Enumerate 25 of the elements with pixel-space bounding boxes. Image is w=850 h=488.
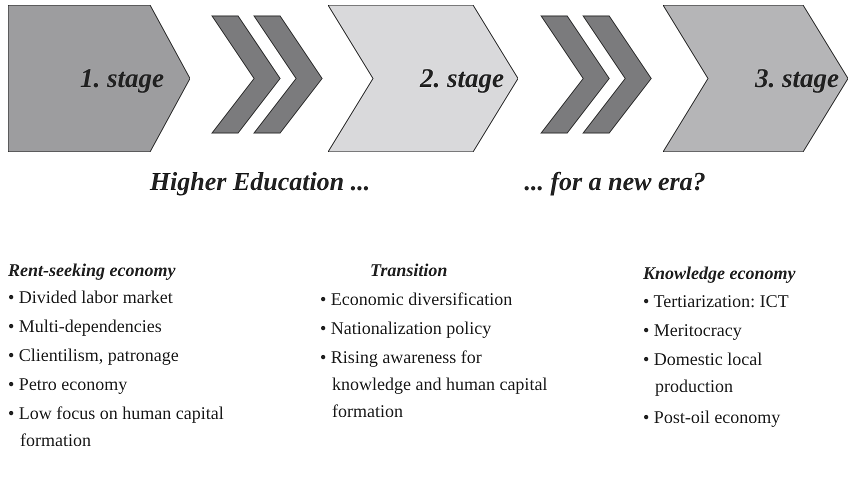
bullet-item: • Domestic local production [643,348,764,398]
bullet-item: • Divided labor market [8,286,174,309]
stage-label: 2. stage [420,62,504,96]
stage-chevron [663,5,848,152]
bullet-item: • Meritocracy [643,319,743,342]
double-chevron-arrow [211,16,323,134]
bullet-item: • Tertiarization: ICT [643,290,790,313]
stage-label: 1. stage [80,62,164,96]
subtitle-text: ... for a new era? [523,166,707,198]
bullet-item: • Post-oil economy [643,406,782,429]
column-heading: Rent-seeking economy [8,259,176,282]
subtitle-text: Higher Education ... [148,166,372,198]
bullet-item: • Clientilism, patronage [8,344,180,367]
bullet-item: • Petro economy [8,373,128,396]
column-heading: Transition [370,259,448,282]
bullet-item: • Multi-dependencies [8,315,163,338]
stage-chevron [8,5,190,152]
bullet-item: • Rising awareness for knowledge and human capital formation [320,346,548,423]
bullet-item: • Economic diversification [320,288,514,311]
double-chevron-arrow [540,16,652,134]
column-heading: Knowledge economy [643,262,796,285]
bullet-item: • Low focus on human capital formation [8,402,225,452]
stage-chevron [328,5,518,152]
bullet-item: • Nationalization policy [320,317,492,340]
stage-label: 3. stage [755,62,839,96]
